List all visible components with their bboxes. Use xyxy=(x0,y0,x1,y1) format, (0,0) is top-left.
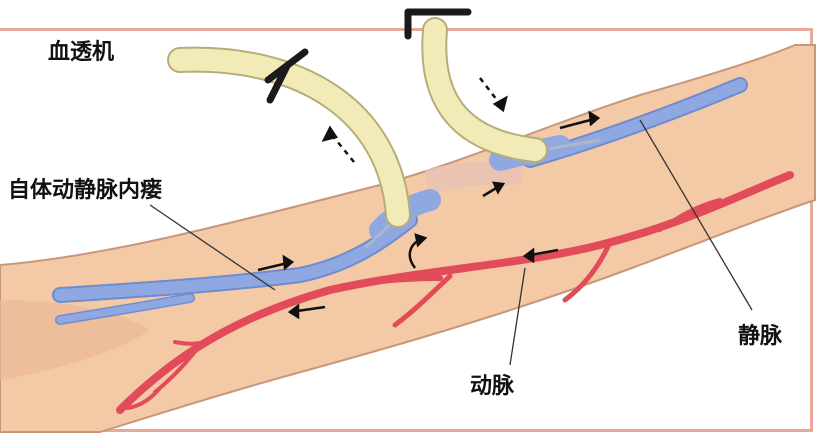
label-vein: 静脉 xyxy=(738,324,783,349)
hand-shadow xyxy=(0,300,150,380)
flow-arrows xyxy=(257,77,601,320)
leader-lines xyxy=(149,119,753,366)
dialysis-tubes xyxy=(167,17,548,228)
tube-clamps xyxy=(264,8,472,104)
label-artery: 动脉 xyxy=(470,374,515,399)
artery-vessels xyxy=(116,171,794,414)
label-dialysis-machine: 血透机 xyxy=(48,40,115,65)
label-av-fistula: 自体动静脉内瘘 xyxy=(8,178,163,203)
